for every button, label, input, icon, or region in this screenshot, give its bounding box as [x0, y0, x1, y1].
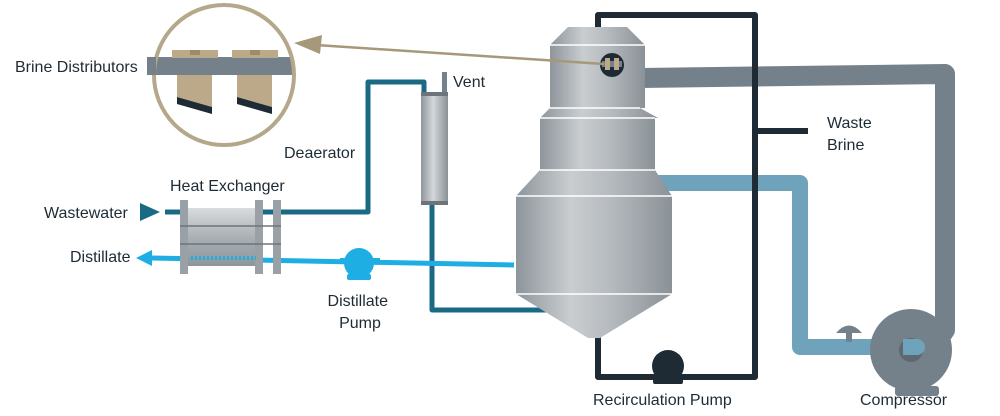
distillate-pump-icon: [340, 248, 380, 280]
recirculation-pipe: [595, 12, 758, 380]
wastewater-pipe: [165, 79, 427, 215]
brine-distributor-port-icon: [600, 53, 624, 77]
distillate-pump-label-line2: Pump: [339, 315, 381, 332]
callout-arrow: [315, 43, 605, 66]
steam-pipe: [655, 175, 915, 355]
brine-distributors-label: Brine Distributors: [15, 59, 138, 76]
wastewater-arrow-icon: [140, 203, 160, 221]
steam-valve-icon: [836, 325, 862, 342]
waste-brine-label-line2: Brine: [827, 137, 864, 154]
waste-brine-label-line1: Waste: [827, 115, 872, 132]
deaerator-outlet-pipe: [429, 205, 560, 313]
distillate-arrow-icon: [136, 250, 152, 266]
waste-brine-label: Waste Brine: [827, 115, 876, 154]
deaerator-label: Deaerator: [284, 145, 356, 162]
deaerator: [421, 72, 448, 205]
distillate-pump-label: Distillate Pump: [328, 293, 393, 332]
recirculation-pump-icon: [652, 350, 684, 384]
distillate-pump-label-line1: Distillate: [328, 293, 389, 310]
heat-exchanger: [180, 200, 281, 274]
recirculation-pump-label: Recirculation Pump: [593, 392, 732, 409]
compressor-icon: [870, 309, 952, 396]
heat-exchanger-label: Heat Exchanger: [170, 178, 285, 195]
brine-distributor-callout: [152, 3, 296, 147]
vent-label: Vent: [453, 74, 486, 91]
callout-arrowhead-icon: [294, 35, 322, 54]
wastewater-label: Wastewater: [44, 205, 129, 222]
evaporator-vessel: [516, 27, 672, 338]
compressor-label: Compressor: [860, 392, 948, 409]
distillate-label: Distillate: [70, 249, 131, 266]
